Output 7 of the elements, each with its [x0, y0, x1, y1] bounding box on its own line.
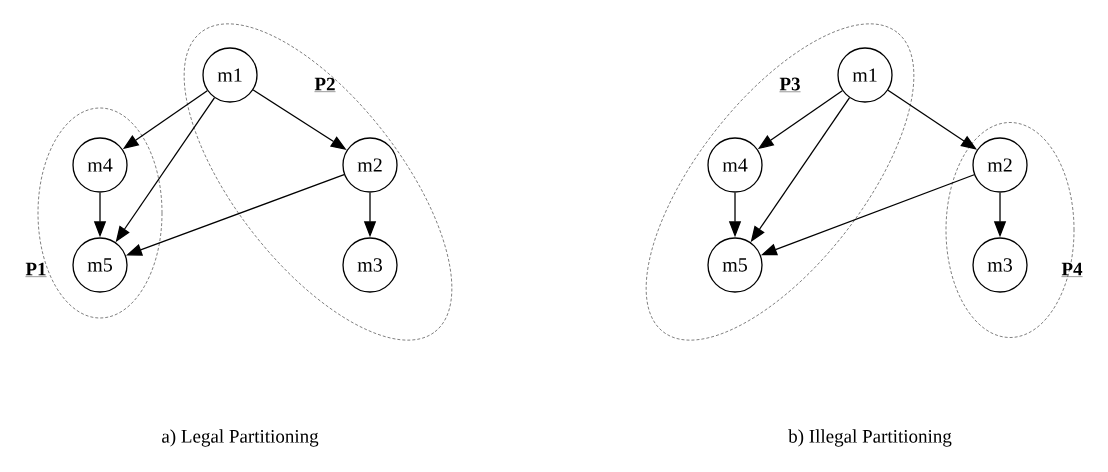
- caption: a) Legal Partitioning: [162, 429, 319, 447]
- caption: b) Illegal Partitioning: [788, 429, 952, 447]
- partition-label: P2: [314, 77, 336, 92]
- partition-label: P1: [25, 262, 47, 277]
- partition-label: P3: [779, 77, 801, 92]
- partition-label: P4: [1061, 262, 1083, 277]
- arrow: [887, 89, 977, 150]
